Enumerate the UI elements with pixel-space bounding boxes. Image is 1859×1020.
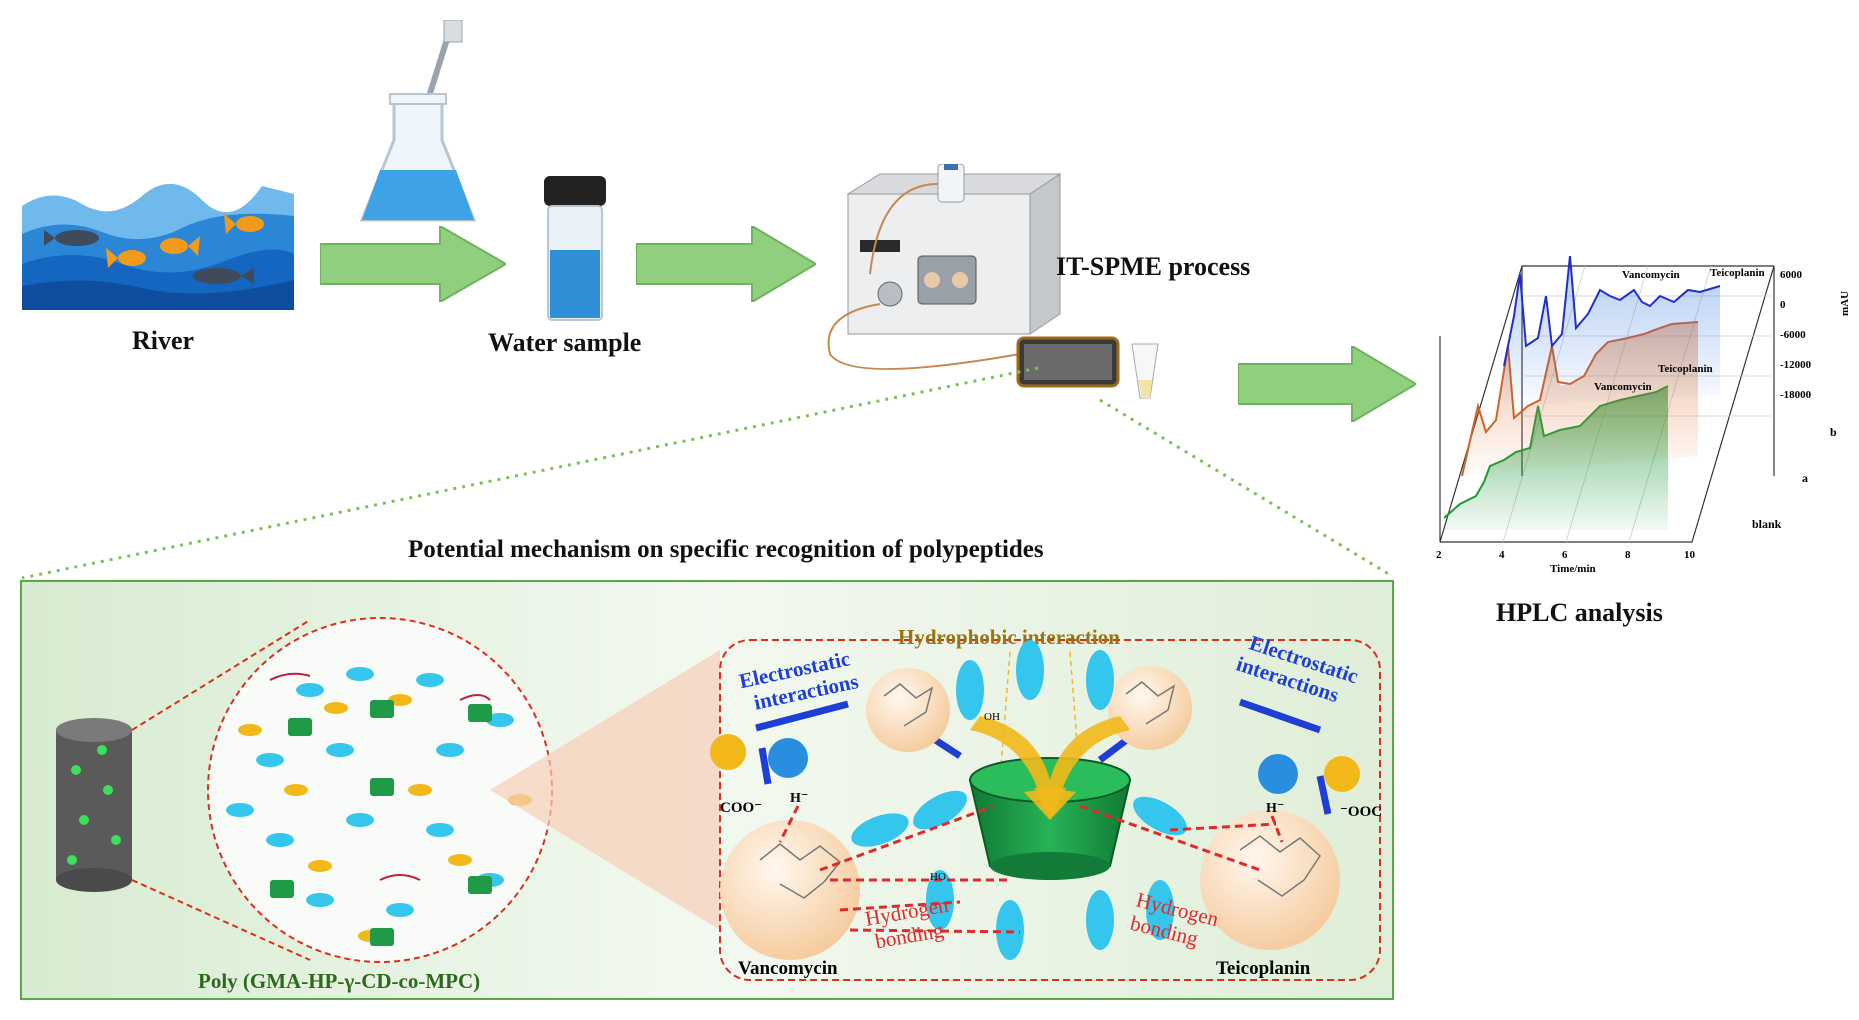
molecule-sphere bbox=[866, 668, 950, 752]
monolith-cylinder bbox=[56, 718, 132, 892]
molecule-sphere bbox=[1108, 666, 1192, 750]
electrostatic-arrows bbox=[755, 698, 1332, 815]
mechanism-box bbox=[719, 639, 1381, 981]
series-label-blank: blank bbox=[1752, 517, 1782, 531]
side-chain-ovals bbox=[851, 640, 1187, 960]
teicoplanin-sphere bbox=[1200, 810, 1340, 950]
flow-arrow-2 bbox=[636, 226, 816, 302]
y-tick: 0 bbox=[1780, 299, 1786, 311]
vancomycin-label: Vancomycin bbox=[738, 958, 838, 979]
series-label-a: a bbox=[1802, 471, 1808, 485]
h-minus-left: H⁻ bbox=[790, 791, 808, 806]
itspme-label: IT-SPME process bbox=[1056, 252, 1251, 281]
polymer-label: Poly (GMA-HP-γ-CD-co-MPC) bbox=[198, 969, 480, 993]
mechanism-panel: Poly (GMA-HP-γ-CD-co-MPC) Hydrophobic in… bbox=[20, 580, 1394, 1000]
choline-group bbox=[710, 734, 746, 770]
goldfish-icon bbox=[106, 214, 264, 268]
coo-label-left: COO⁻ bbox=[720, 800, 762, 816]
hydrogen-bond-lines bbox=[778, 804, 1284, 934]
peak-label-a-vancomycin: Vancomycin bbox=[1594, 381, 1652, 393]
x-tick: 8 bbox=[1625, 549, 1631, 561]
x-axis-label: Time/min bbox=[1550, 563, 1596, 575]
y-tick: -6000 bbox=[1780, 329, 1806, 341]
h-minus-right: H⁻ bbox=[1266, 801, 1284, 816]
flask-with-pipette bbox=[359, 20, 477, 222]
polymer-network bbox=[207, 617, 553, 963]
x-tick: 4 bbox=[1499, 549, 1505, 561]
hbond-label-right: Hydrogen bonding bbox=[1128, 888, 1226, 956]
y-tick: -18000 bbox=[1780, 389, 1812, 401]
phosphate-group bbox=[768, 738, 808, 778]
series-label-b: b bbox=[1830, 425, 1837, 439]
river-illustration bbox=[22, 176, 294, 310]
hplc-label: HPLC analysis bbox=[1496, 598, 1663, 627]
choline-group bbox=[1324, 756, 1360, 792]
peak-label-b-teicoplanin: Teicoplanin bbox=[1710, 267, 1765, 279]
hydrophobic-label: Hydrophobic interaction bbox=[898, 625, 1120, 649]
teicoplanin-label: Teicoplanin bbox=[1216, 958, 1311, 979]
y-tick: 6000 bbox=[1780, 269, 1803, 281]
peak-label-a-teicoplanin: Teicoplanin bbox=[1658, 363, 1713, 375]
y-axis-label: mAU bbox=[1839, 291, 1851, 316]
cyclodextrin-cup bbox=[968, 716, 1132, 880]
flow-arrow-1 bbox=[320, 226, 506, 302]
zoom-cone bbox=[490, 650, 720, 930]
itspme-instrument bbox=[827, 164, 1159, 399]
river-label: River bbox=[132, 326, 195, 355]
series-b-line bbox=[1503, 256, 1721, 367]
x-tick: 6 bbox=[1562, 549, 1568, 561]
x-tick: 10 bbox=[1684, 549, 1696, 561]
phosphate-group bbox=[1258, 754, 1298, 794]
ooc-label-right: ⁻OOC bbox=[1340, 804, 1382, 820]
peak-label-b-vancomycin: Vancomycin bbox=[1622, 269, 1680, 281]
mechanism-title: Potential mechanism on specific recognit… bbox=[408, 536, 1044, 563]
sample-vial bbox=[544, 176, 606, 321]
flow-arrow-3 bbox=[1238, 346, 1416, 422]
ho-label: HO bbox=[930, 871, 946, 883]
fish-icon bbox=[44, 230, 254, 284]
x-tick: 2 bbox=[1436, 549, 1442, 561]
hplc-chart: Vancomycin Teicoplanin Vancomycin Teicop… bbox=[1436, 256, 1851, 575]
oh-label: OH bbox=[984, 711, 1000, 723]
water-sample-label: Water sample bbox=[488, 328, 642, 357]
y-tick: -12000 bbox=[1780, 359, 1812, 371]
